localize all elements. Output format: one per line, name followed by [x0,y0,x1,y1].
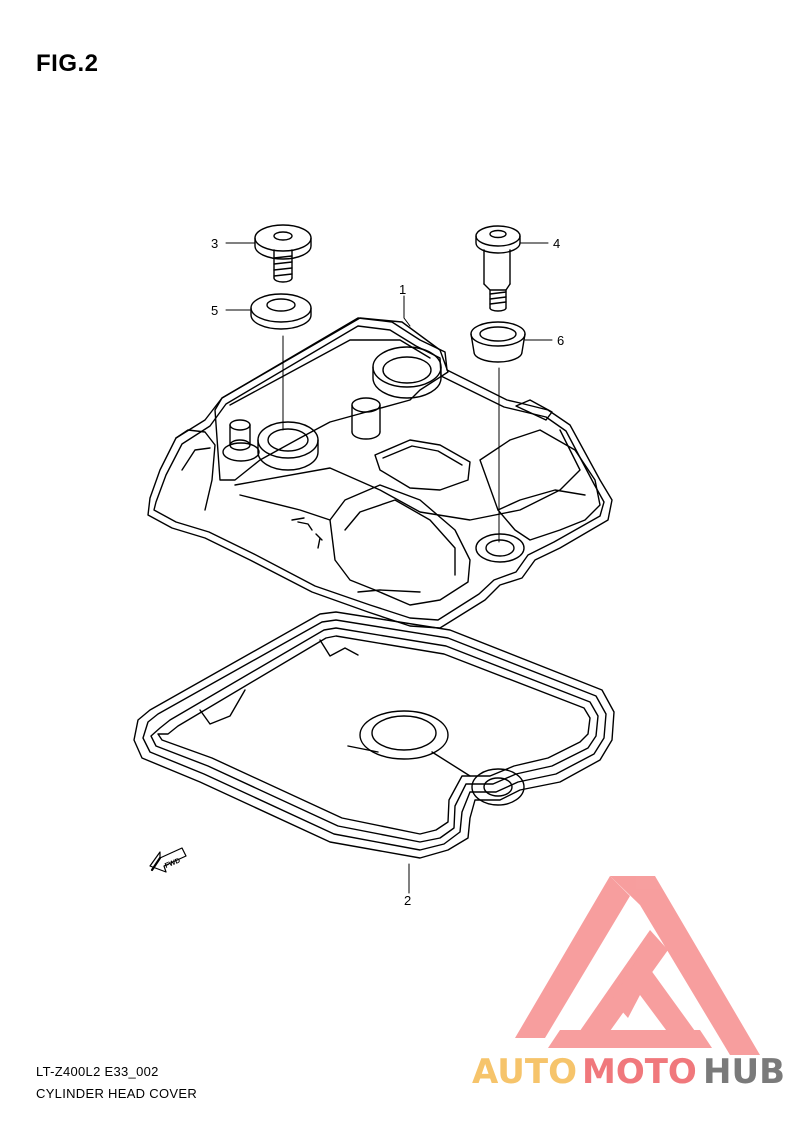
automotohub-watermark: AUTO MOTO HUB [472,876,785,1092]
watermark-hub: HUB [703,1052,785,1092]
bolt-part-4 [475,225,521,312]
grommet-part-6 [470,321,526,363]
section-name: CYLINDER HEAD COVER [36,1086,198,1101]
callout-3: 3 [211,236,218,251]
leader-lines [225,242,553,894]
watermark-auto: AUTO [472,1052,577,1092]
cylinder-head-cover [147,317,613,629]
figure-title: FIG.2 [36,50,99,77]
callout-5: 5 [211,303,218,318]
model-code: LT-Z400L2 E33_002 [36,1064,159,1079]
callout-6: 6 [557,333,564,348]
callout-1: 1 [399,282,406,297]
callout-2: 2 [404,893,411,908]
callout-4: 4 [553,236,560,251]
washer-part-5 [250,293,312,330]
fwd-arrow-icon [149,847,187,873]
watermark-moto: MOTO [582,1052,697,1092]
cylinder-head-cover-gasket [133,611,615,859]
watermark-triangle-logo [515,876,760,1055]
bolt-part-3 [254,224,312,283]
